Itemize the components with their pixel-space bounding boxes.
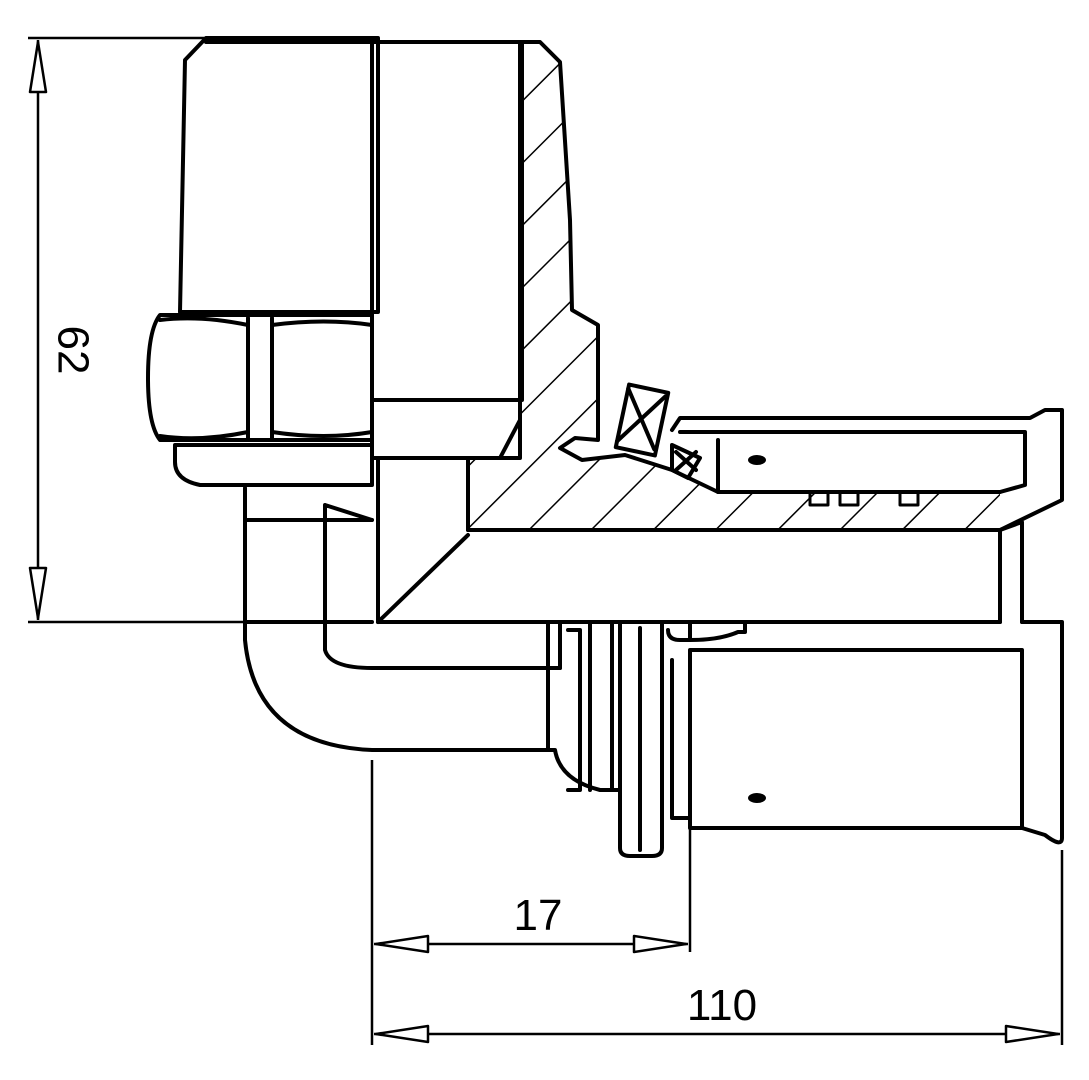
arrow-17-left	[374, 934, 430, 954]
upper-wall-outline	[518, 40, 1002, 494]
dimension-label-length: 110	[687, 981, 757, 1030]
dimension-arrows	[28, 40, 1060, 1044]
dimension-label-offset: 17	[514, 891, 563, 940]
arrow-17-right	[632, 934, 688, 954]
section-hatch	[468, 42, 1000, 530]
press-ring-1	[566, 628, 582, 792]
elbow-inner-bore	[323, 503, 562, 670]
o-ring	[613, 382, 671, 458]
press-ring-2	[588, 620, 614, 792]
inspection-hole-lower	[748, 793, 766, 803]
hex-nut	[146, 313, 374, 442]
nut-collar	[173, 443, 374, 487]
arrow-62-bottom	[28, 566, 48, 620]
press-ring-3	[618, 620, 664, 858]
inspection-hole-upper	[748, 455, 766, 465]
pipe-sleeve-upper	[670, 408, 1064, 532]
arrow-110-right	[1004, 1024, 1060, 1044]
pipe-sleeve-lower	[688, 648, 1024, 830]
arrow-110-left	[374, 1024, 430, 1044]
elbow-bend	[243, 486, 622, 792]
dimension-label-height: 62	[48, 326, 97, 375]
arrow-62-top	[28, 40, 48, 94]
body-center-block	[370, 40, 524, 402]
male-thread-body	[178, 36, 380, 314]
press-ring-4	[666, 620, 692, 642]
